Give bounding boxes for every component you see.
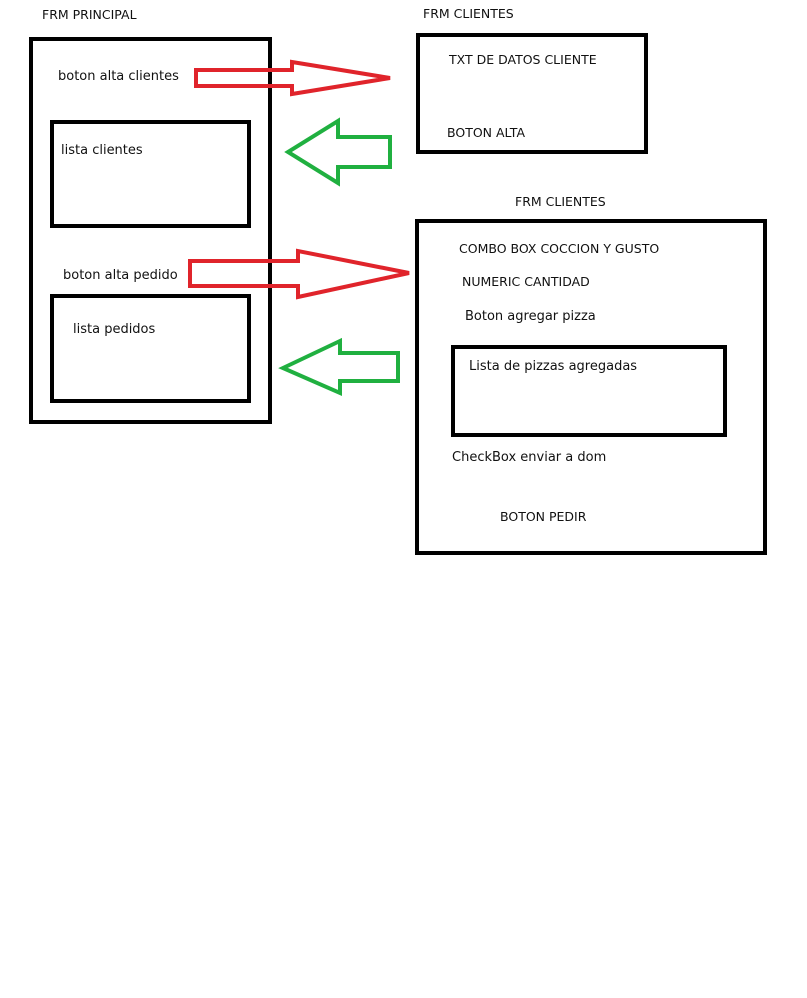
green-left-arrow: [284, 117, 392, 187]
numeric-cantidad[interactable]: NUMERIC CANTIDAD: [462, 274, 590, 289]
combo-box-coccion-gusto[interactable]: COMBO BOX COCCION Y GUSTO: [459, 241, 660, 256]
lista-clientes-label: lista clientes: [61, 143, 143, 158]
frm-clientes-pedido-title: FRM CLIENTES: [515, 194, 606, 209]
lista-clientes-box[interactable]: [50, 120, 251, 228]
checkbox-enviar-dom[interactable]: CheckBox enviar a dom: [452, 450, 607, 465]
green-left-arrow: [278, 337, 400, 397]
boton-pedir[interactable]: BOTON PEDIR: [500, 509, 587, 524]
frm-clientes-alta-title: FRM CLIENTES: [423, 6, 514, 21]
txt-datos-cliente[interactable]: TXT DE DATOS CLIENTE: [449, 52, 597, 67]
boton-alta-pedido[interactable]: boton alta pedido: [63, 268, 178, 283]
red-right-arrow: [188, 248, 410, 300]
frm-principal-title: FRM PRINCIPAL: [42, 7, 137, 22]
boton-agregar-pizza[interactable]: Boton agregar pizza: [465, 309, 596, 324]
frm-clientes-pedido-window: [415, 219, 767, 555]
lista-pedidos-box[interactable]: [50, 294, 251, 403]
lista-pedidos-label: lista pedidos: [73, 322, 156, 337]
lista-pizzas-label: Lista de pizzas agregadas: [469, 359, 638, 374]
frm-clientes-alta-window: [416, 33, 648, 154]
lista-pizzas-box[interactable]: [451, 345, 727, 437]
frm-principal-window: [29, 37, 272, 424]
boton-alta[interactable]: BOTON ALTA: [447, 125, 526, 140]
red-right-arrow: [194, 59, 391, 97]
boton-alta-clientes[interactable]: boton alta clientes: [58, 69, 179, 84]
